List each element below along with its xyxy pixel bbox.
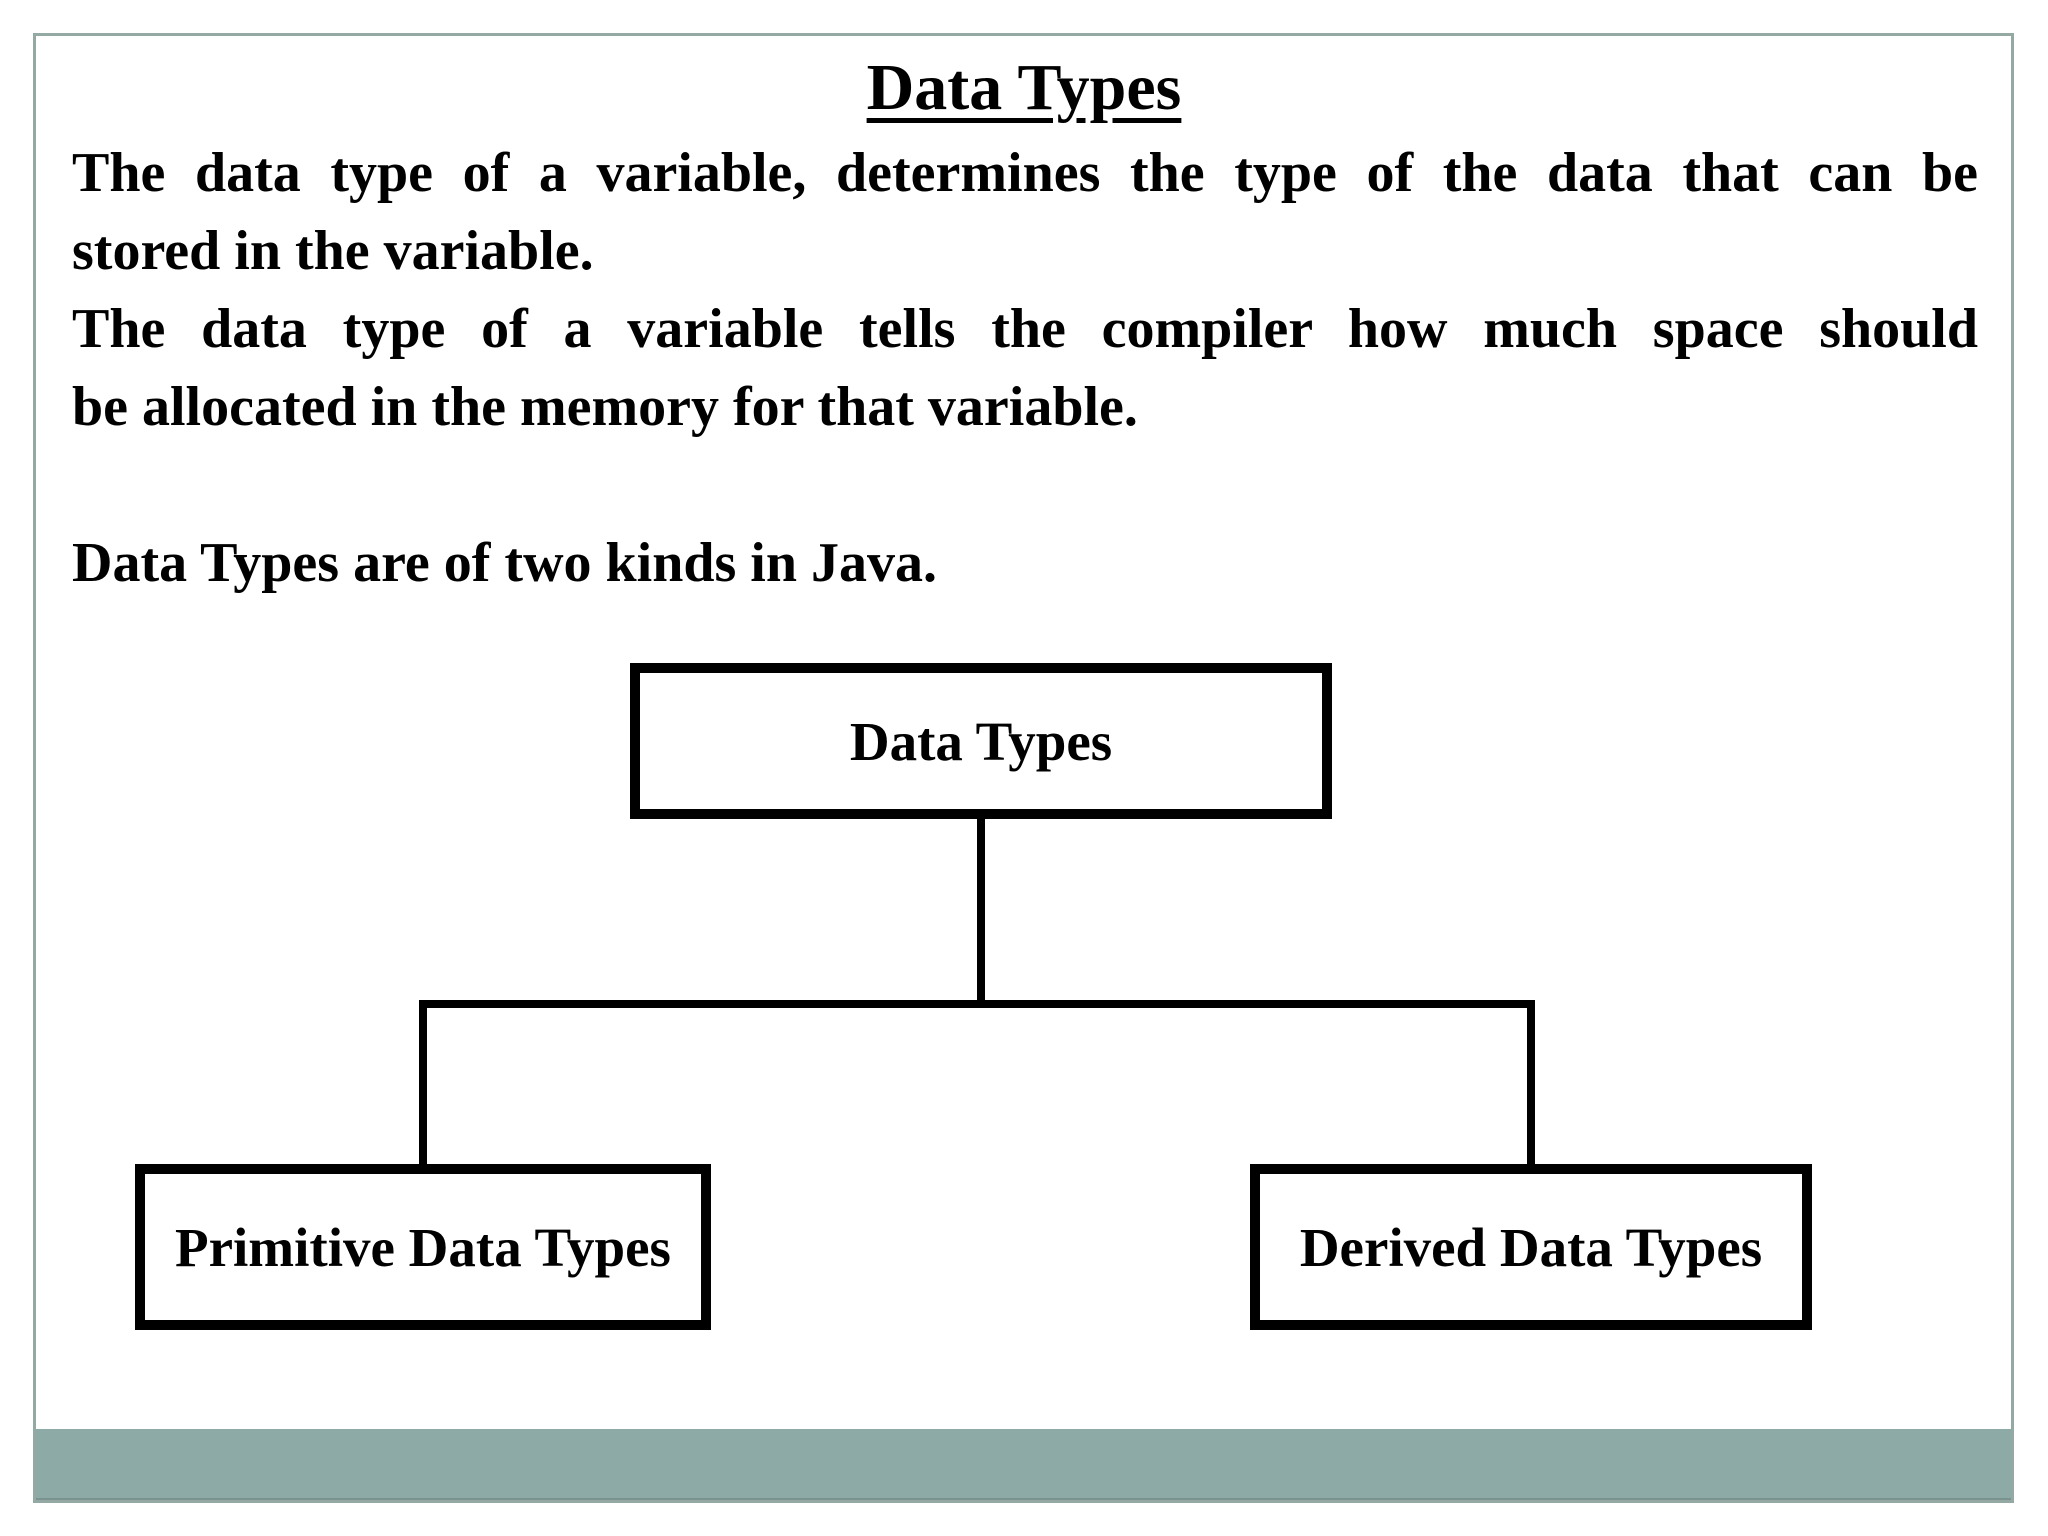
connector-root-stem bbox=[977, 818, 985, 1004]
body-line-4: be allocated in the memory for that vari… bbox=[72, 376, 1138, 438]
connector-left-drop bbox=[419, 1004, 427, 1168]
blank-line bbox=[72, 446, 1978, 524]
footer-bar bbox=[36, 1429, 2011, 1500]
diagram-node-primitive: Primitive Data Types bbox=[135, 1164, 711, 1330]
page-title-text: Data Types bbox=[866, 51, 1182, 124]
body-line-5: Data Types are of two kinds in Java. bbox=[72, 532, 937, 594]
body-line-2: stored in the variable. bbox=[72, 220, 594, 282]
body-line-1: The data type of a variable, determines … bbox=[72, 142, 1978, 204]
connector-horizontal-bar bbox=[419, 1000, 1535, 1008]
body-text: The data type of a variable, determines … bbox=[72, 134, 1978, 602]
diagram-node-derived: Derived Data Types bbox=[1250, 1164, 1812, 1330]
diagram-node-root: Data Types bbox=[630, 663, 1332, 819]
diagram-node-derived-label: Derived Data Types bbox=[1299, 1216, 1763, 1278]
diagram-node-primitive-label: Primitive Data Types bbox=[175, 1216, 671, 1278]
body-line-3: The data type of a variable tells the co… bbox=[72, 298, 1978, 360]
connector-right-drop bbox=[1527, 1004, 1535, 1168]
diagram-node-root-label: Data Types bbox=[849, 710, 1113, 772]
page-title: Data Types bbox=[0, 50, 2048, 126]
